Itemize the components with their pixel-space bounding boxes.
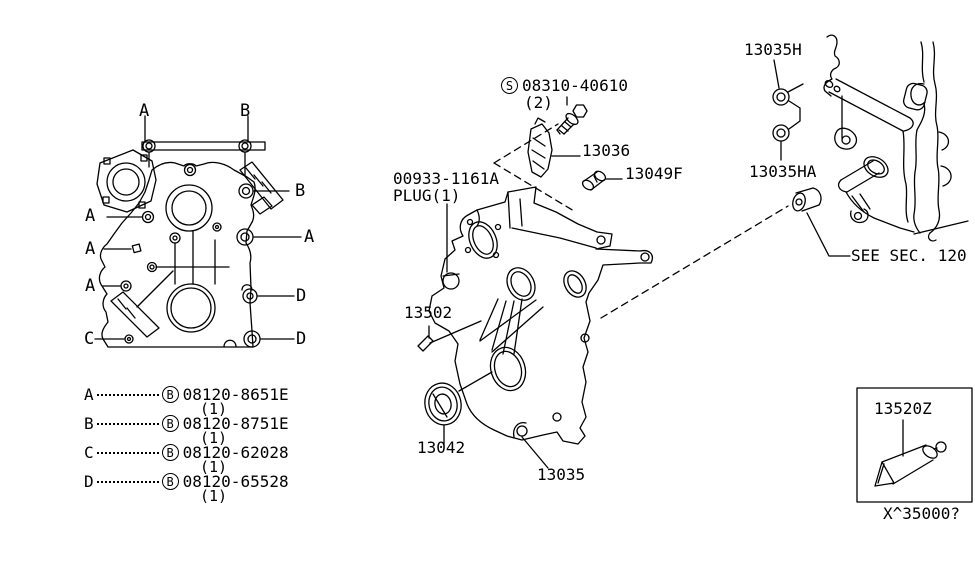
legend-part-number: 08120-8751E [182,414,289,433]
callout-letter: A [85,276,96,296]
circled-b-symbol: B [161,473,179,490]
label-plug-name: PLUG(1) [393,186,461,205]
label-plug-number: 00933-1161A [393,169,499,188]
dashed-alignment-lines [494,124,788,318]
circled-s-symbol: S [501,77,518,94]
legend-qty: (1) [200,429,228,447]
legend-part-number: 08120-65528 [182,472,289,491]
sealant-box [857,388,972,502]
legend-letter: B [84,414,94,433]
callout-letter: A [139,101,150,121]
dotted-leader [96,393,159,396]
callout-letter: B [240,101,251,121]
callout-letter: D [296,329,307,349]
label-13035HA: 13035HA [749,162,817,181]
callout-letter: C [84,329,95,349]
callout-letter: A [304,227,315,247]
legend-part-number: 08120-62028 [182,443,289,462]
legend-row: B B 08120-8751E [84,414,289,433]
dotted-leader [96,422,159,425]
label-screw-qty: (2) [524,93,553,112]
label-screw: S 08310-40610 [501,77,628,94]
front-cover-iso-view [418,97,652,468]
callout-letter: A [85,239,96,259]
label-13036: 13036 [582,141,631,160]
label-13042: 13042 [417,438,466,457]
legend-qty: (1) [200,487,228,505]
label-13520Z: 13520Z [874,399,932,418]
label-13035H: 13035H [744,40,802,59]
label-13035: 13035 [537,465,586,484]
callout-letter: D [296,286,307,306]
legend-qty: (1) [200,400,228,418]
legend-letter: D [84,472,94,491]
dotted-leader [96,451,159,454]
legend-letter: A [84,385,94,404]
dotted-leader [96,480,159,483]
legend-row: C B 08120-62028 [84,443,289,462]
screw-part-number: 08310-40610 [522,76,628,95]
label-see-section: SEE SEC. 120 [851,246,967,265]
circled-b-symbol: B [161,415,179,432]
circled-b-symbol: B [161,386,179,403]
engine-block-view [773,35,968,256]
legend-qty: (1) [200,458,228,476]
legend-row: D B 08120-65528 [84,472,289,491]
label-13049F: 13049F [625,164,683,183]
circled-b-symbol: B [161,444,179,461]
label-13502: 13502 [404,303,453,322]
callout-letter: B [295,181,306,201]
figure-code: X^35000? [883,504,961,523]
legend-part-number: 08120-8651E [182,385,289,404]
callout-letter: A [85,206,96,226]
legend-row: A B 08120-8651E [84,385,289,404]
front-cover-2d-view [95,116,301,347]
legend-letter: C [84,443,94,462]
